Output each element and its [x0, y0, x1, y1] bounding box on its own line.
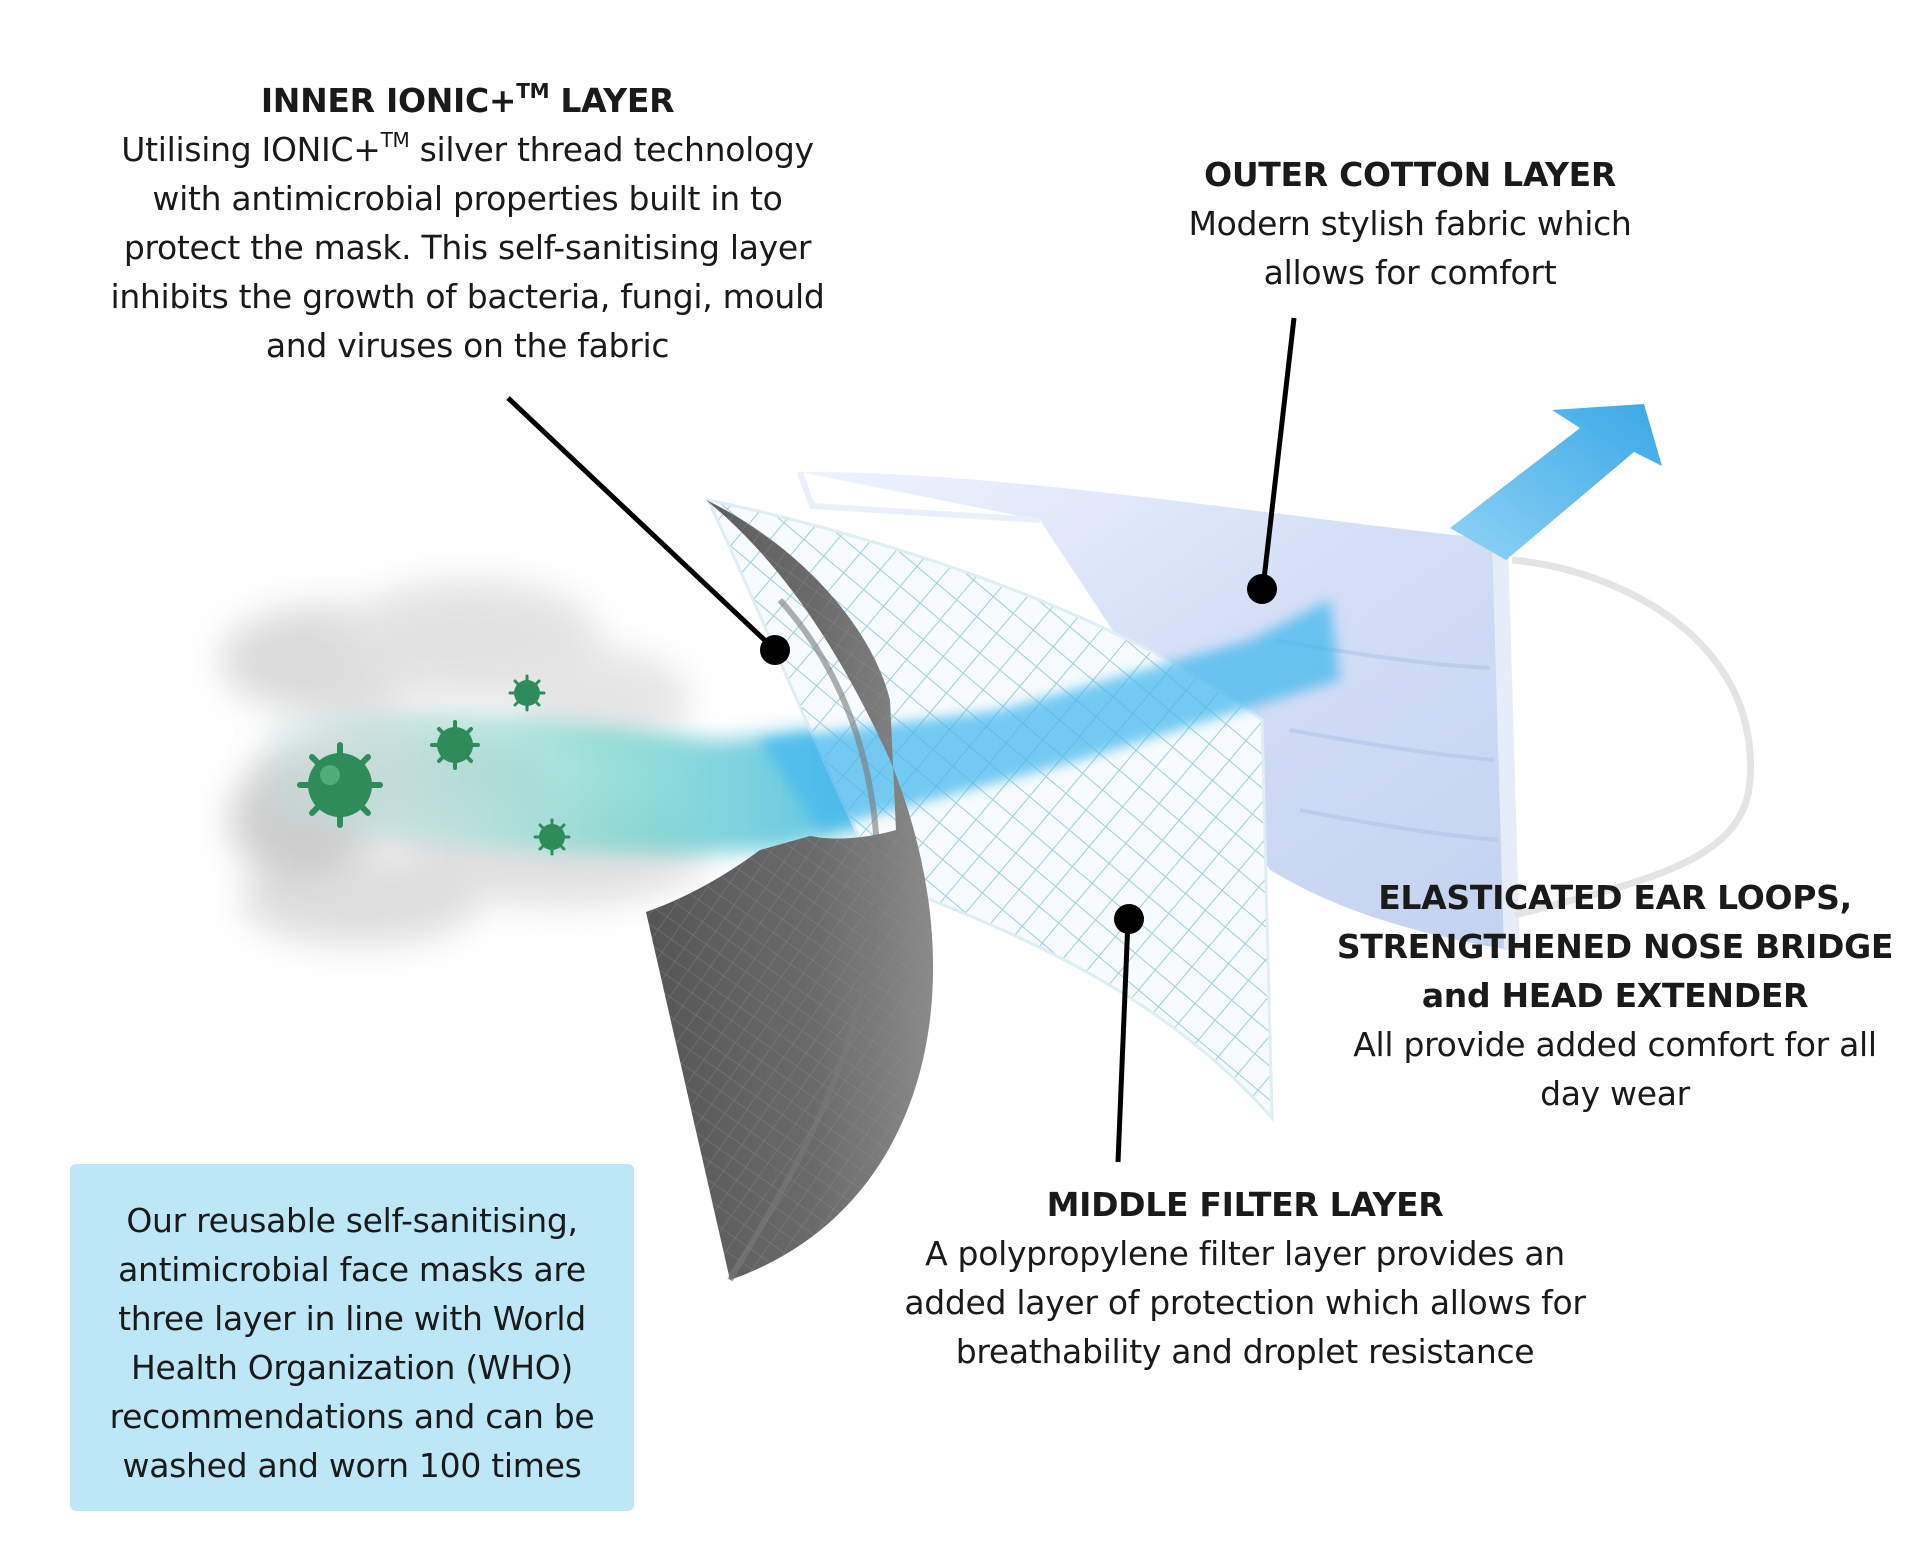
info-box-text: Our reusable self-sanitising, antimicrob… — [109, 1201, 595, 1485]
airflow-through-layers — [760, 600, 1340, 830]
ear-loop — [1511, 556, 1754, 919]
outer-layer-callout: OUTER COTTON LAYER Modern stylish fabric… — [1150, 150, 1670, 297]
airflow-exit-arrow — [1450, 404, 1662, 560]
outer-layer-description: Modern stylish fabric which allows for c… — [1188, 204, 1632, 292]
inner-layer-title: INNER IONIC+TM LAYER — [260, 79, 675, 120]
outer-layer-title: OUTER COTTON LAYER — [1204, 155, 1616, 194]
ear-loops-description: All provide added comfort for all day we… — [1353, 1025, 1877, 1113]
info-box: Our reusable self-sanitising, antimicrob… — [70, 1164, 634, 1511]
ear-loops-title-line2: STRENGTHENED NOSE BRIDGE — [1336, 927, 1894, 966]
germ-medium — [430, 720, 480, 770]
middle-layer-description: A polypropylene filter layer provides an… — [904, 1234, 1586, 1371]
leader-outer-layer — [1247, 317, 1297, 604]
inner-layer-callout: INNER IONIC+TM LAYER Utilising IONIC+TM … — [95, 76, 840, 370]
ear-loops-title-line3: and HEAD EXTENDER — [1421, 976, 1809, 1015]
leader-inner-layer — [506, 396, 790, 665]
germ-large — [297, 742, 383, 828]
germ-small-bottom — [533, 818, 571, 856]
inner-ionic-layer — [646, 500, 934, 1282]
middle-layer-title: MIDDLE FILTER LAYER — [1046, 1185, 1444, 1224]
ear-loops-callout: ELASTICATED EAR LOOPS, STRENGTHENED NOSE… — [1330, 873, 1900, 1118]
middle-layer-callout: MIDDLE FILTER LAYER A polypropylene filt… — [870, 1180, 1620, 1376]
leader-middle-layer — [1114, 904, 1144, 1163]
germ-small-top — [508, 674, 546, 712]
outer-cotton-layer — [797, 471, 1520, 951]
ear-loops-title-line1: ELASTICATED EAR LOOPS, — [1378, 878, 1852, 917]
inner-layer-description: Utilising IONIC+TM silver thread technol… — [110, 128, 825, 365]
